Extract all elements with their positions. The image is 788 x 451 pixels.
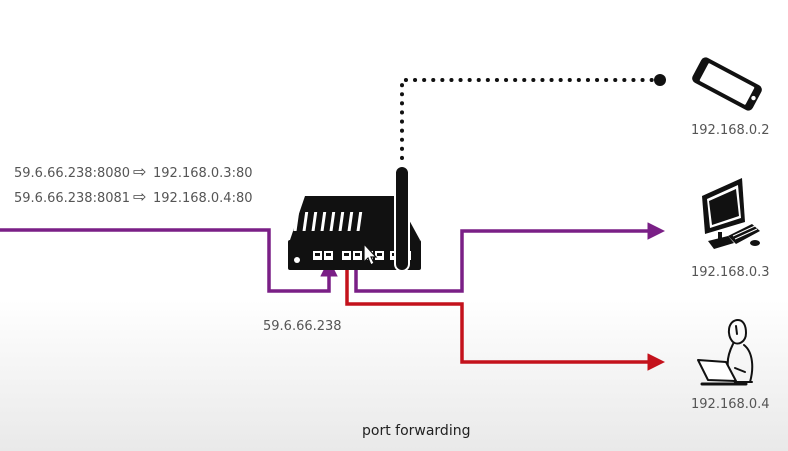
- forward-path-laptop: [345, 258, 665, 371]
- forward-path-desktop: [354, 222, 665, 293]
- smartphone-icon: [692, 57, 762, 111]
- rule-1-internal: 192.168.0.3:80: [153, 166, 253, 181]
- device-ip-phone: 192.168.0.2: [691, 123, 770, 138]
- rule-1-external: 59.6.66.238:8080: [14, 166, 130, 181]
- device-ip-laptop: 192.168.0.4: [691, 397, 770, 412]
- inbound-path: [0, 228, 338, 293]
- forwarding-rule-2: 59.6.66.238:8081 ⇨ 192.168.0.4:80: [14, 187, 253, 206]
- rule-1-arrow-icon: ⇨: [133, 162, 146, 181]
- forwarding-rule-1: 59.6.66.238:8080 ⇨ 192.168.0.3:80: [14, 162, 253, 181]
- device-ip-desktop: 192.168.0.3: [691, 265, 770, 280]
- desktop-computer-icon: [702, 178, 760, 249]
- mouse-cursor-icon: [363, 242, 378, 266]
- person-with-laptop-icon: [697, 319, 754, 386]
- router-public-ip: 59.6.66.238: [263, 319, 342, 334]
- rule-2-arrow-icon: ⇨: [133, 187, 146, 206]
- wireless-link-dotted: [400, 78, 662, 160]
- wireless-router-icon: [288, 165, 421, 272]
- wireless-link-endpoint: [654, 74, 666, 86]
- diagram-caption: port forwarding: [362, 423, 470, 439]
- rule-2-internal: 192.168.0.4:80: [153, 191, 253, 206]
- rule-2-external: 59.6.66.238:8081: [14, 191, 130, 206]
